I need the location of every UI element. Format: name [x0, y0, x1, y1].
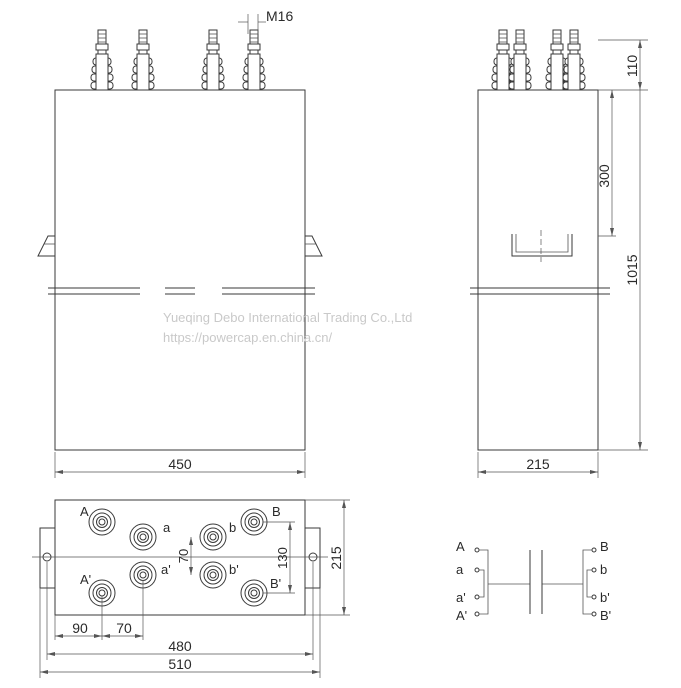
terminal-label-a: a — [163, 520, 171, 535]
front-bushing-4 — [242, 29, 266, 91]
side-terminal-height-label: 110 — [624, 55, 640, 78]
schematic-label-B-prime: B' — [600, 608, 611, 623]
front-bushing-2 — [131, 29, 155, 91]
front-right-lug — [304, 235, 323, 257]
front-bushing-1-nut — [95, 43, 109, 51]
schematic-dot-b-prime — [591, 594, 597, 600]
terminal-label-B-prime: B' — [270, 576, 281, 591]
side-total-height-label: 1015 — [624, 254, 640, 285]
side-width-dimension: 215 — [477, 452, 599, 478]
terminal-label-B: B — [272, 504, 281, 519]
side-bushing-2-body — [513, 53, 527, 91]
schematic-label-A-prime: A' — [456, 608, 467, 623]
schematic-label-B: B — [600, 539, 609, 554]
schematic-dot-b — [591, 567, 597, 573]
top-length-inner-dimension: 480 — [46, 562, 314, 660]
terminal-x-spacing-dimension: 90 70 — [54, 580, 144, 640]
schematic-label-a: a — [456, 562, 464, 577]
side-bushing-3-body — [550, 53, 564, 91]
side-bushing-4 — [562, 29, 586, 91]
schematic-label-b: b — [600, 562, 607, 577]
side-view: 110 300 1015 215 — [470, 29, 648, 478]
side-bushing-2 — [508, 29, 532, 91]
terminal-label-A: A — [80, 504, 89, 519]
front-bushing-1 — [90, 29, 114, 91]
front-bushing-3-nut — [206, 43, 220, 51]
schematic-label-A: A — [456, 539, 465, 554]
front-body — [54, 89, 306, 451]
top-terminal-a — [129, 523, 157, 551]
front-left-lug — [37, 235, 56, 257]
side-bushing-3-nut — [550, 43, 564, 51]
top-length-inner-label: 480 — [168, 638, 192, 654]
side-bracket-height-label: 300 — [596, 164, 612, 188]
schematic-dot-B-prime — [591, 611, 597, 617]
watermark-url: https://powercap.en.china.cn/ — [163, 330, 332, 345]
front-bushing-4-nut — [247, 43, 261, 51]
top-length-outer-dimension: 510 — [39, 588, 321, 678]
side-bushings — [491, 29, 586, 91]
terminal-label-A-prime: A' — [80, 572, 91, 587]
terminal-outer-spacing-dimension: 130 — [263, 521, 295, 594]
schematic-dot-B — [591, 547, 597, 553]
front-width-label: 450 — [168, 456, 192, 472]
side-width-label: 215 — [526, 456, 550, 472]
watermark-company: Yueqing Debo International Trading Co.,L… — [163, 310, 412, 325]
top-left-flange — [39, 527, 56, 589]
front-flange — [48, 287, 315, 295]
front-bushing-3-body — [206, 53, 220, 91]
side-bushing-2-nut — [513, 43, 527, 51]
schematic-label-a-prime: a' — [456, 590, 466, 605]
terminal-label-b-prime: b' — [229, 562, 239, 577]
front-bushing-3 — [201, 29, 225, 91]
top-width-label: 215 — [328, 546, 344, 570]
side-body — [477, 89, 599, 451]
terminal-inner-spacing-dimension: 70 — [176, 537, 193, 575]
schematic-dot-A-prime — [474, 611, 480, 617]
side-bushing-4-nut — [567, 43, 581, 51]
front-bushing-2-body — [136, 53, 150, 91]
schematic-dot-a-prime — [474, 594, 480, 600]
thread-size-label: M16 — [266, 8, 293, 24]
terminal-label-a-prime: a' — [161, 562, 171, 577]
side-bushing-1-nut — [496, 43, 510, 51]
front-bushing-2-nut — [136, 43, 150, 51]
front-view: M16 450 — [37, 8, 323, 478]
schematic-label-b-prime: b' — [600, 590, 610, 605]
schematic-dot-a — [474, 567, 480, 573]
front-bushings — [90, 29, 266, 91]
side-bushing-1-body — [496, 53, 510, 91]
terminal-label-b: b — [229, 520, 236, 535]
thread-leader: M16 — [238, 8, 293, 34]
terminal-outer-spacing-label: 130 — [275, 547, 290, 569]
front-bushing-4-body — [247, 53, 261, 91]
side-height-dimensions: 110 300 1015 — [596, 39, 648, 451]
connection-schematic: A a a' A' B b b' B' — [456, 539, 611, 623]
top-width-dimension: 215 — [305, 499, 350, 616]
top-right-flange — [304, 527, 321, 589]
top-terminal-b-prime — [199, 561, 227, 589]
side-bushing-4-body — [567, 53, 581, 91]
terminal-x-first-label: 90 — [72, 620, 88, 636]
terminal-x-second-label: 70 — [116, 620, 132, 636]
top-terminal-A — [88, 508, 116, 536]
top-length-outer-label: 510 — [168, 656, 192, 672]
side-bushing-1 — [491, 29, 515, 91]
top-view: A a a' A' B b b' B' 70 130 — [32, 499, 350, 678]
front-bushing-1-body — [95, 53, 109, 91]
top-terminal-b — [199, 523, 227, 551]
front-width-dimension: 450 — [54, 452, 306, 478]
terminal-inner-spacing-label: 70 — [176, 549, 191, 563]
schematic-dot-A — [474, 547, 480, 553]
side-bracket — [511, 234, 573, 257]
